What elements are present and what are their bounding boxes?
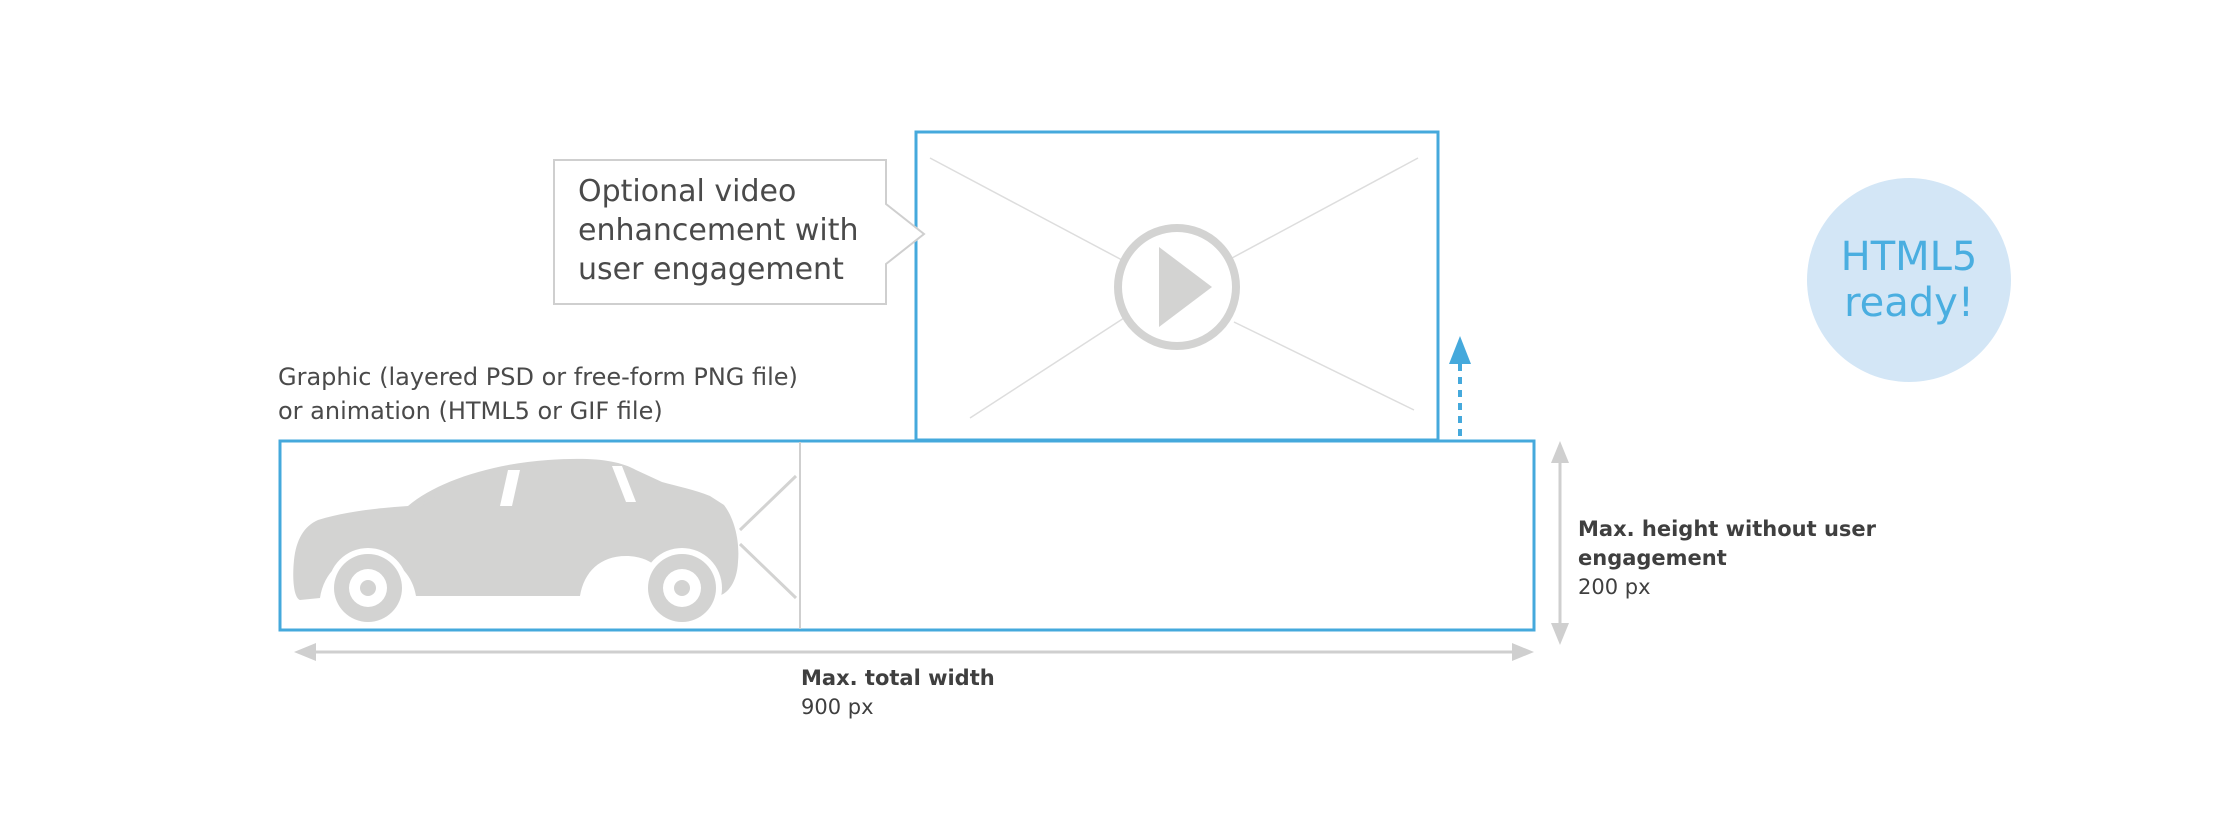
- car-icon: [293, 458, 739, 628]
- width-dimension-label: Max. total width 900 px: [801, 664, 1061, 722]
- callout-box: [553, 159, 926, 305]
- video-placeholder: [914, 130, 1440, 442]
- play-button-icon: [1114, 224, 1240, 350]
- banner-light-line: [738, 542, 798, 600]
- height-value: 200 px: [1578, 575, 1651, 599]
- graphic-caption-line2: or animation (HTML5 or GIF file): [278, 397, 663, 425]
- video-cross-line: [1231, 157, 1419, 259]
- height-label: Max. height without user engagement: [1578, 517, 1876, 570]
- callout-text: Optional video enhancement with user eng…: [578, 174, 859, 287]
- video-cross-line: [969, 317, 1125, 419]
- graphic-caption: Graphic (layered PSD or free-form PNG fi…: [278, 360, 878, 428]
- html5-badge: HTML5 ready!: [1807, 178, 2011, 382]
- width-dimension-arrow: [294, 643, 1534, 661]
- video-cross-line: [929, 157, 1123, 261]
- width-value: 900 px: [801, 695, 874, 719]
- html5-badge-text: HTML5 ready!: [1840, 234, 1978, 326]
- graphic-caption-line1: Graphic (layered PSD or free-form PNG fi…: [278, 363, 798, 391]
- height-dimension-arrow: [1551, 441, 1569, 645]
- height-dimension-label: Max. height without user engagement 200 …: [1578, 515, 1998, 602]
- width-label: Max. total width: [801, 666, 995, 690]
- banner-light-line: [738, 474, 798, 532]
- expand-up-arrow-icon: [1449, 336, 1471, 436]
- video-cross-line: [1233, 321, 1415, 411]
